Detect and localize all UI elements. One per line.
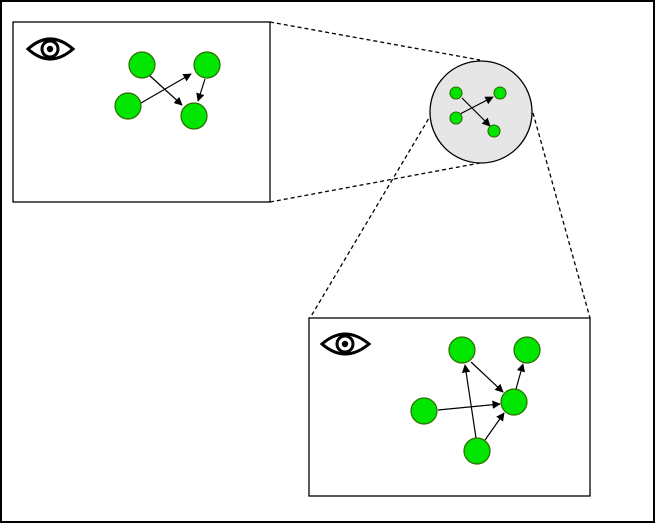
edge — [459, 96, 494, 115]
node — [448, 336, 476, 364]
right-edges — [437, 361, 526, 441]
edge — [515, 363, 526, 390]
node — [487, 124, 501, 138]
center-circle — [429, 60, 533, 164]
node — [449, 86, 463, 100]
node — [449, 111, 463, 125]
node — [180, 102, 208, 130]
edge — [461, 97, 491, 127]
edge — [140, 73, 192, 104]
node — [500, 388, 528, 416]
edge — [437, 400, 501, 411]
node — [193, 51, 221, 79]
center-edges — [459, 96, 494, 127]
edge — [461, 364, 477, 439]
edge — [196, 78, 206, 102]
right-nodes — [410, 336, 541, 465]
eye-icon — [25, 37, 76, 61]
left-panel — [12, 21, 271, 203]
zoom-circle — [429, 60, 533, 164]
node — [128, 51, 156, 79]
left-nodes — [114, 51, 221, 130]
node — [463, 437, 491, 465]
zoom-connectors — [269, 21, 591, 319]
connector-right-right — [532, 112, 591, 319]
edge — [148, 74, 183, 106]
edge — [470, 361, 504, 393]
left-edges — [140, 73, 206, 106]
eye-icon — [319, 332, 372, 356]
node — [493, 86, 507, 100]
node — [114, 92, 142, 120]
node — [410, 397, 438, 425]
node — [513, 336, 541, 364]
connector-right-left — [309, 112, 433, 319]
connector-left-top — [269, 21, 481, 61]
connector-left-bottom — [269, 162, 481, 203]
edge — [484, 412, 505, 441]
center-nodes — [449, 86, 507, 138]
right-panel — [308, 317, 591, 497]
